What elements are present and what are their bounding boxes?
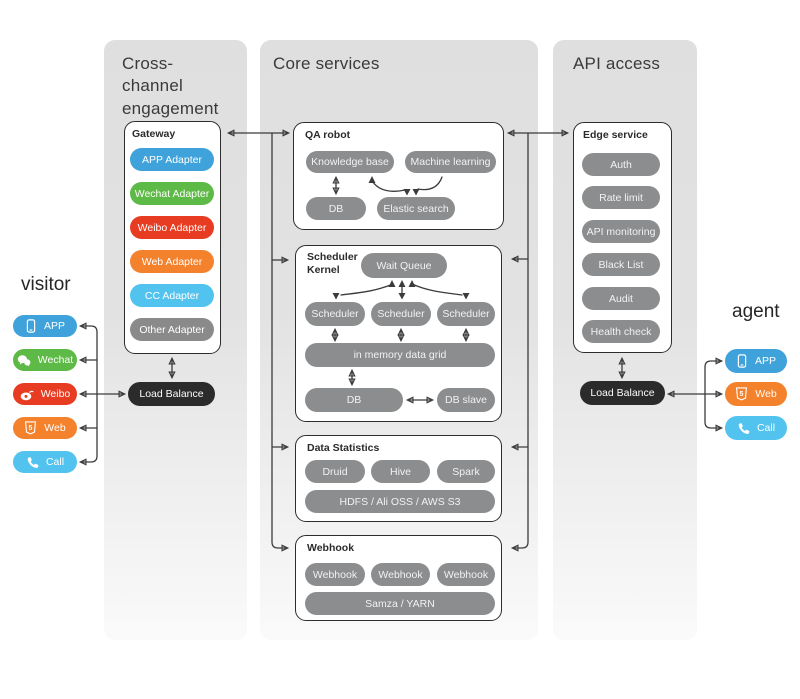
node-black-list: Black List: [582, 253, 660, 276]
node-knowledge-base: Knowledge base: [306, 151, 394, 173]
node-scheduler-3: Scheduler: [437, 302, 495, 326]
visitor-channel-wechat: Wechat: [13, 349, 77, 371]
call-icon: [26, 456, 39, 469]
node-scheduler-1: Scheduler: [305, 302, 365, 326]
channel-label: APP: [754, 355, 776, 367]
channel-label: APP: [43, 320, 65, 332]
node-wechat-adapter: Wechat Adapter: [130, 182, 214, 205]
svg-text:5: 5: [29, 425, 33, 432]
visitor-trunk-line: [81, 326, 98, 462]
agent-channel-app: APP: [725, 349, 787, 373]
gateway-label: Gateway: [132, 128, 176, 140]
visitor-title: visitor: [21, 274, 71, 295]
node-wait-queue: Wait Queue: [361, 253, 447, 278]
channel-label: Web: [755, 388, 777, 400]
data-statistics-label: Data Statistics: [307, 442, 380, 454]
node-web-adapter: Web Adapter: [130, 250, 214, 273]
node-runtime: Samza / YARN: [305, 592, 495, 615]
wechat-icon: [17, 354, 31, 367]
html5-icon: 5: [24, 421, 37, 435]
load-balance-right: Load Balance: [580, 381, 665, 405]
mobile-phone-icon: [736, 354, 748, 368]
webhook-label: Webhook: [307, 542, 355, 554]
node-qa-db: DB: [306, 197, 366, 220]
node-other-adapter: Other Adapter: [130, 318, 214, 341]
svg-text:5: 5: [740, 391, 744, 398]
node-app-adapter: APP Adapter: [130, 148, 214, 171]
node-db-slave: DB slave: [437, 388, 495, 412]
node-webhook-2: Webhook: [371, 563, 430, 586]
column-title-cross-channel: Cross-channel engagement: [122, 54, 219, 118]
node-elastic-search: Elastic search: [377, 197, 455, 220]
load-balance-left: Load Balance: [128, 382, 215, 406]
node-scheduler-2: Scheduler: [371, 302, 431, 326]
agent-channel-web: 5 Web: [725, 382, 787, 406]
column-title-core-services: Core services: [273, 54, 380, 73]
node-machine-learning: Machine learning: [405, 151, 496, 173]
channel-label: Weibo: [40, 388, 71, 400]
node-weibo-adapter: Weibo Adapter: [130, 216, 214, 239]
agent-trunk-line: [704, 361, 721, 428]
node-rate-limit: Rate limit: [582, 186, 660, 209]
node-audit: Audit: [582, 287, 660, 310]
call-icon: [737, 422, 750, 435]
html5-icon: 5: [735, 387, 748, 401]
node-health-check: Health check: [582, 320, 660, 343]
mobile-phone-icon: [25, 319, 37, 333]
node-webhook-1: Webhook: [305, 563, 365, 586]
column-title-api-access: API access: [573, 54, 661, 73]
agent-channel-call: Call: [725, 416, 787, 440]
scheduler-kernel-label: Scheduler Kernel: [307, 251, 358, 277]
channel-label: Web: [44, 422, 66, 434]
agent-title: agent: [732, 301, 780, 322]
node-data-grid: in memory data grid: [305, 343, 495, 367]
node-api-monitoring: API monitoring: [582, 220, 660, 243]
node-webhook-3: Webhook: [437, 563, 495, 586]
node-hive: Hive: [371, 460, 430, 483]
node-cc-adapter: CC Adapter: [130, 284, 214, 307]
node-sk-db: DB: [305, 388, 403, 412]
qa-robot-label: QA robot: [305, 129, 351, 141]
channel-label: Call: [756, 422, 776, 434]
channel-label: Call: [45, 456, 65, 468]
edge-service-label: Edge service: [583, 129, 648, 141]
visitor-channel-app: APP: [13, 315, 77, 337]
node-auth: Auth: [582, 153, 660, 176]
node-storage: HDFS / Ali OSS / AWS S3: [305, 490, 495, 513]
node-druid: Druid: [305, 460, 365, 483]
channel-label: Wechat: [37, 354, 74, 366]
visitor-channel-call: Call: [13, 451, 77, 473]
visitor-channel-web: 5 Web: [13, 417, 77, 439]
node-spark: Spark: [437, 460, 495, 483]
visitor-channel-weibo: Weibo: [13, 383, 77, 405]
weibo-icon: [20, 388, 34, 401]
